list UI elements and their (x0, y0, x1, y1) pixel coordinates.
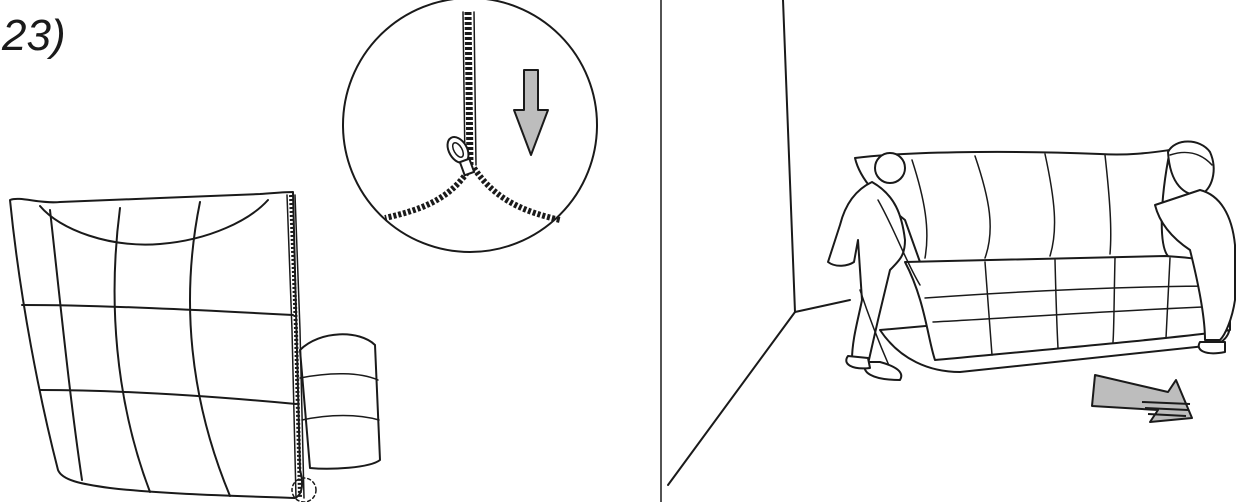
move-sofa-panel (668, 0, 1235, 485)
zipper-detail-magnifier (343, 0, 597, 252)
unzip-cover-panel (10, 0, 597, 502)
push-arrow-icon (1092, 375, 1192, 422)
room-floor-edge (795, 300, 850, 312)
room-wall-edge (783, 0, 795, 312)
chair-seat-side (300, 334, 380, 468)
sofa (855, 150, 1230, 372)
room-floor-diagonal (668, 312, 795, 485)
